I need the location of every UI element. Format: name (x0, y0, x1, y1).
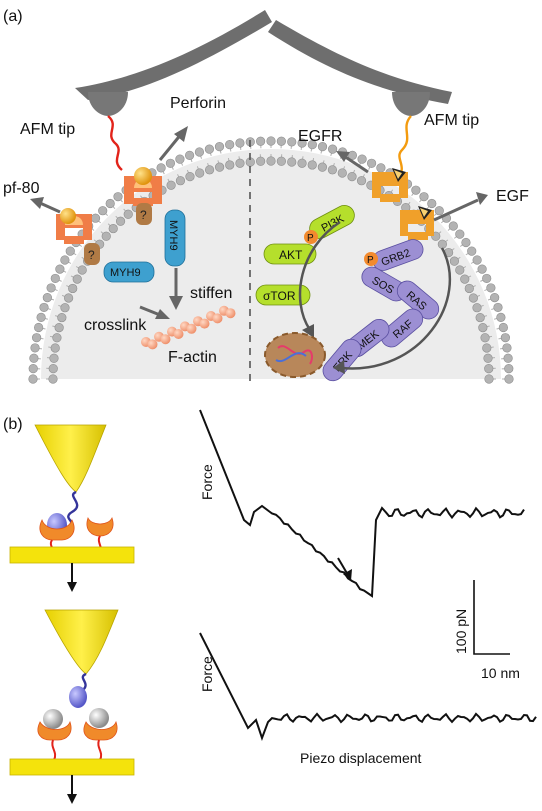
afm-cantilever-left (75, 10, 272, 116)
scale-bar (473, 580, 510, 655)
egfr-receptor-2 (400, 206, 434, 240)
egfr-arrow (343, 154, 369, 174)
force-label-top: Force (199, 464, 215, 500)
stiffen-label: stiffen (190, 285, 232, 302)
phospho-grb2 (364, 252, 378, 266)
egfr-receptor-1 (372, 168, 408, 202)
pf80-label: pf-80 (3, 180, 40, 197)
afm-cantilever-right (268, 20, 452, 116)
pf80-receptor (56, 208, 92, 244)
akt-node (263, 243, 317, 265)
myh9-horizontal (103, 261, 155, 283)
afm-tip-left-label: AFM tip (20, 121, 75, 138)
afm-tip-yellow-top (34, 424, 107, 493)
pathway-arrow-right (341, 247, 452, 370)
myh9-horizontal-label: MYH9 (110, 267, 141, 279)
sos-node: SOS (361, 266, 407, 302)
panel-b-label: (b) (3, 416, 23, 433)
substrate-top (9, 546, 135, 564)
perforin-label: Perforin (170, 95, 226, 112)
svg-text:P: P (367, 255, 374, 266)
panel-a-label: (a) (3, 8, 23, 25)
dna-icon (277, 345, 313, 365)
unknown-2-label: ? (88, 248, 95, 262)
myh9-vertical (164, 209, 186, 267)
unknown-adapter-2 (84, 243, 100, 265)
phospho-pi3k (304, 230, 318, 244)
pf80-arrow (39, 201, 61, 214)
f-actin-label: F-actin (168, 349, 217, 366)
force-curve-top (199, 409, 525, 598)
afm-tip-yellow-bottom (44, 609, 119, 675)
perforin-receptor (124, 167, 162, 206)
pi3k-node: PI3K (309, 205, 355, 239)
afm-tip-right-label: AFM tip (424, 112, 479, 129)
schematic-unbound (9, 609, 135, 804)
grb2-node: GRB2 (372, 239, 424, 271)
force-curve-bottom (199, 632, 537, 741)
egf-label: EGF (496, 188, 529, 205)
mtor-label: σTOR (263, 289, 296, 303)
perforin-arrow (158, 132, 184, 161)
scale-x-label: 10 nm (481, 665, 520, 681)
crosslink-label: crosslink (84, 317, 147, 334)
x-axis-label: Piezo displacement (300, 750, 422, 766)
pathway-arrow-left (298, 220, 341, 331)
tether-orange (397, 115, 412, 179)
substrate-bottom (9, 758, 135, 776)
unknown-adapter-1 (136, 203, 152, 225)
akt-label: AKT (279, 248, 303, 262)
egfr-label: EGFR (298, 128, 342, 145)
f-actin-filament (141, 305, 236, 350)
schematic-bound (9, 424, 135, 592)
svg-text:P: P (307, 233, 314, 244)
force-label-bottom: Force (199, 656, 215, 692)
scale-y-label: 100 pN (453, 609, 469, 654)
mtor-node (255, 284, 311, 306)
tether-red (107, 115, 123, 171)
unknown-1-label: ? (140, 208, 147, 222)
cell-interior (41, 149, 501, 379)
crosslink-arrow (139, 305, 161, 317)
myh9-vertical-label: MYH9 (167, 220, 179, 251)
egf-arrow (433, 198, 479, 222)
